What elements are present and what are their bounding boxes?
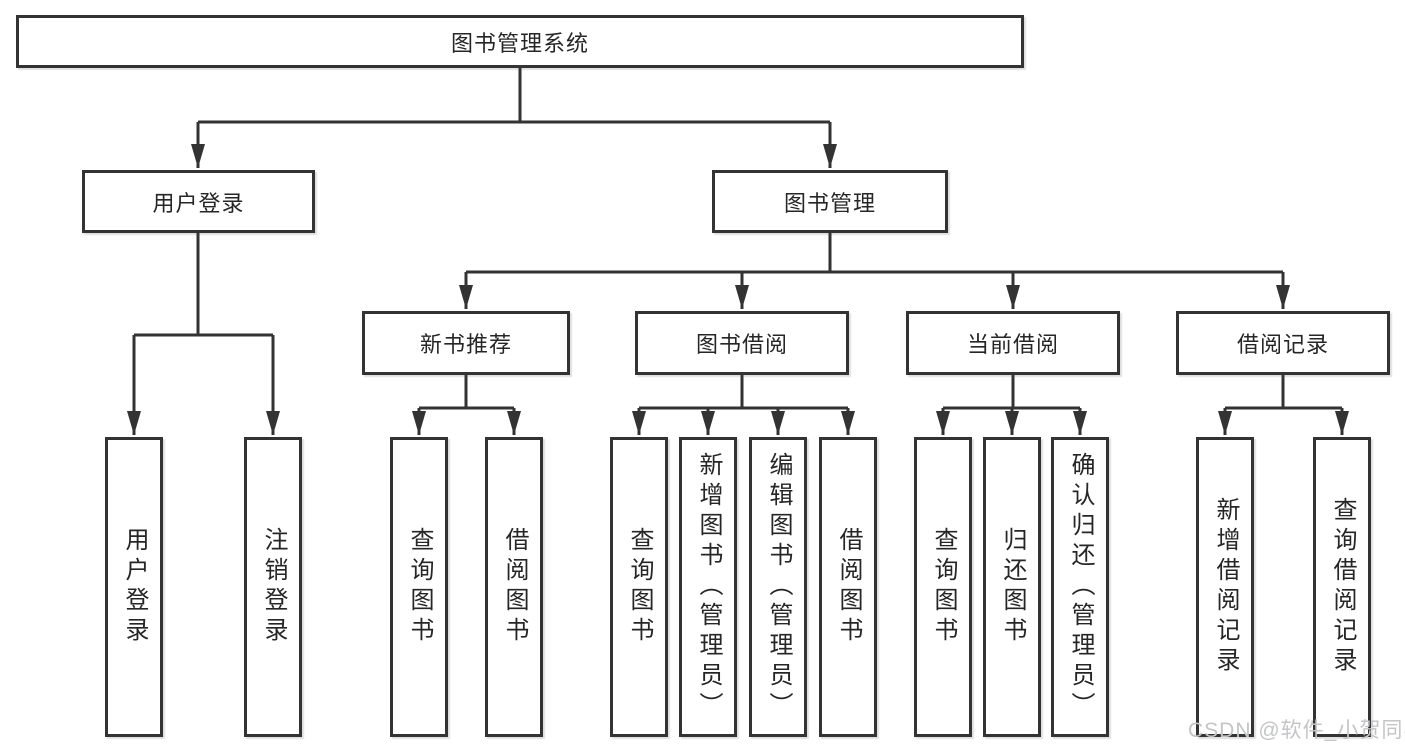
leaf-nbr-query-books: 查询图书 [390, 437, 448, 737]
connector-borrow-records-elbow [1225, 375, 1342, 410]
node-new-book-recommend: 新书推荐 [362, 311, 570, 375]
csdn-watermark: CSDN @软件_小贺同学 [1188, 719, 1405, 742]
leaf-cb-query-books: 查询图书 [914, 437, 972, 737]
leaf-nbr-borrow-books: 借阅图书 [485, 437, 543, 737]
leaf-cb-return-books: 归还图书 [983, 437, 1041, 737]
leaf-br-query-record: 查询借阅记录 [1313, 437, 1371, 737]
leaf-br-add-record: 新增借阅记录 [1196, 437, 1254, 737]
connector-book-borrow-elbow [639, 375, 848, 410]
connector-book-mgmt-elbow [466, 233, 1283, 274]
node-borrow-records: 借阅记录 [1176, 311, 1390, 375]
leaf-bb-query-books: 查询图书 [610, 437, 668, 737]
leaf-logout: 注销登录 [244, 437, 302, 737]
node-book-borrow: 图书借阅 [635, 311, 849, 375]
connector-user-login-elbow [134, 233, 273, 337]
leaf-bb-add-books-admin: 新增图书（管理员） [679, 437, 737, 737]
leaf-cb-confirm-return-admin: 确认归还（管理员） [1051, 437, 1109, 737]
node-current-borrow: 当前借阅 [906, 311, 1120, 375]
node-user-login: 用户登录 [82, 170, 315, 233]
leaf-user-login: 用户登录 [105, 437, 163, 737]
leaf-bb-edit-books-admin: 编辑图书（管理员） [749, 437, 807, 737]
connector-new-book-elbow [419, 375, 514, 410]
node-root-system: 图书管理系统 [16, 15, 1024, 68]
node-book-management: 图书管理 [712, 170, 948, 233]
connector-root-elbow [198, 68, 830, 124]
leaf-bb-borrow-books: 借阅图书 [819, 437, 877, 737]
connector-current-borrow-elbow [943, 375, 1080, 410]
